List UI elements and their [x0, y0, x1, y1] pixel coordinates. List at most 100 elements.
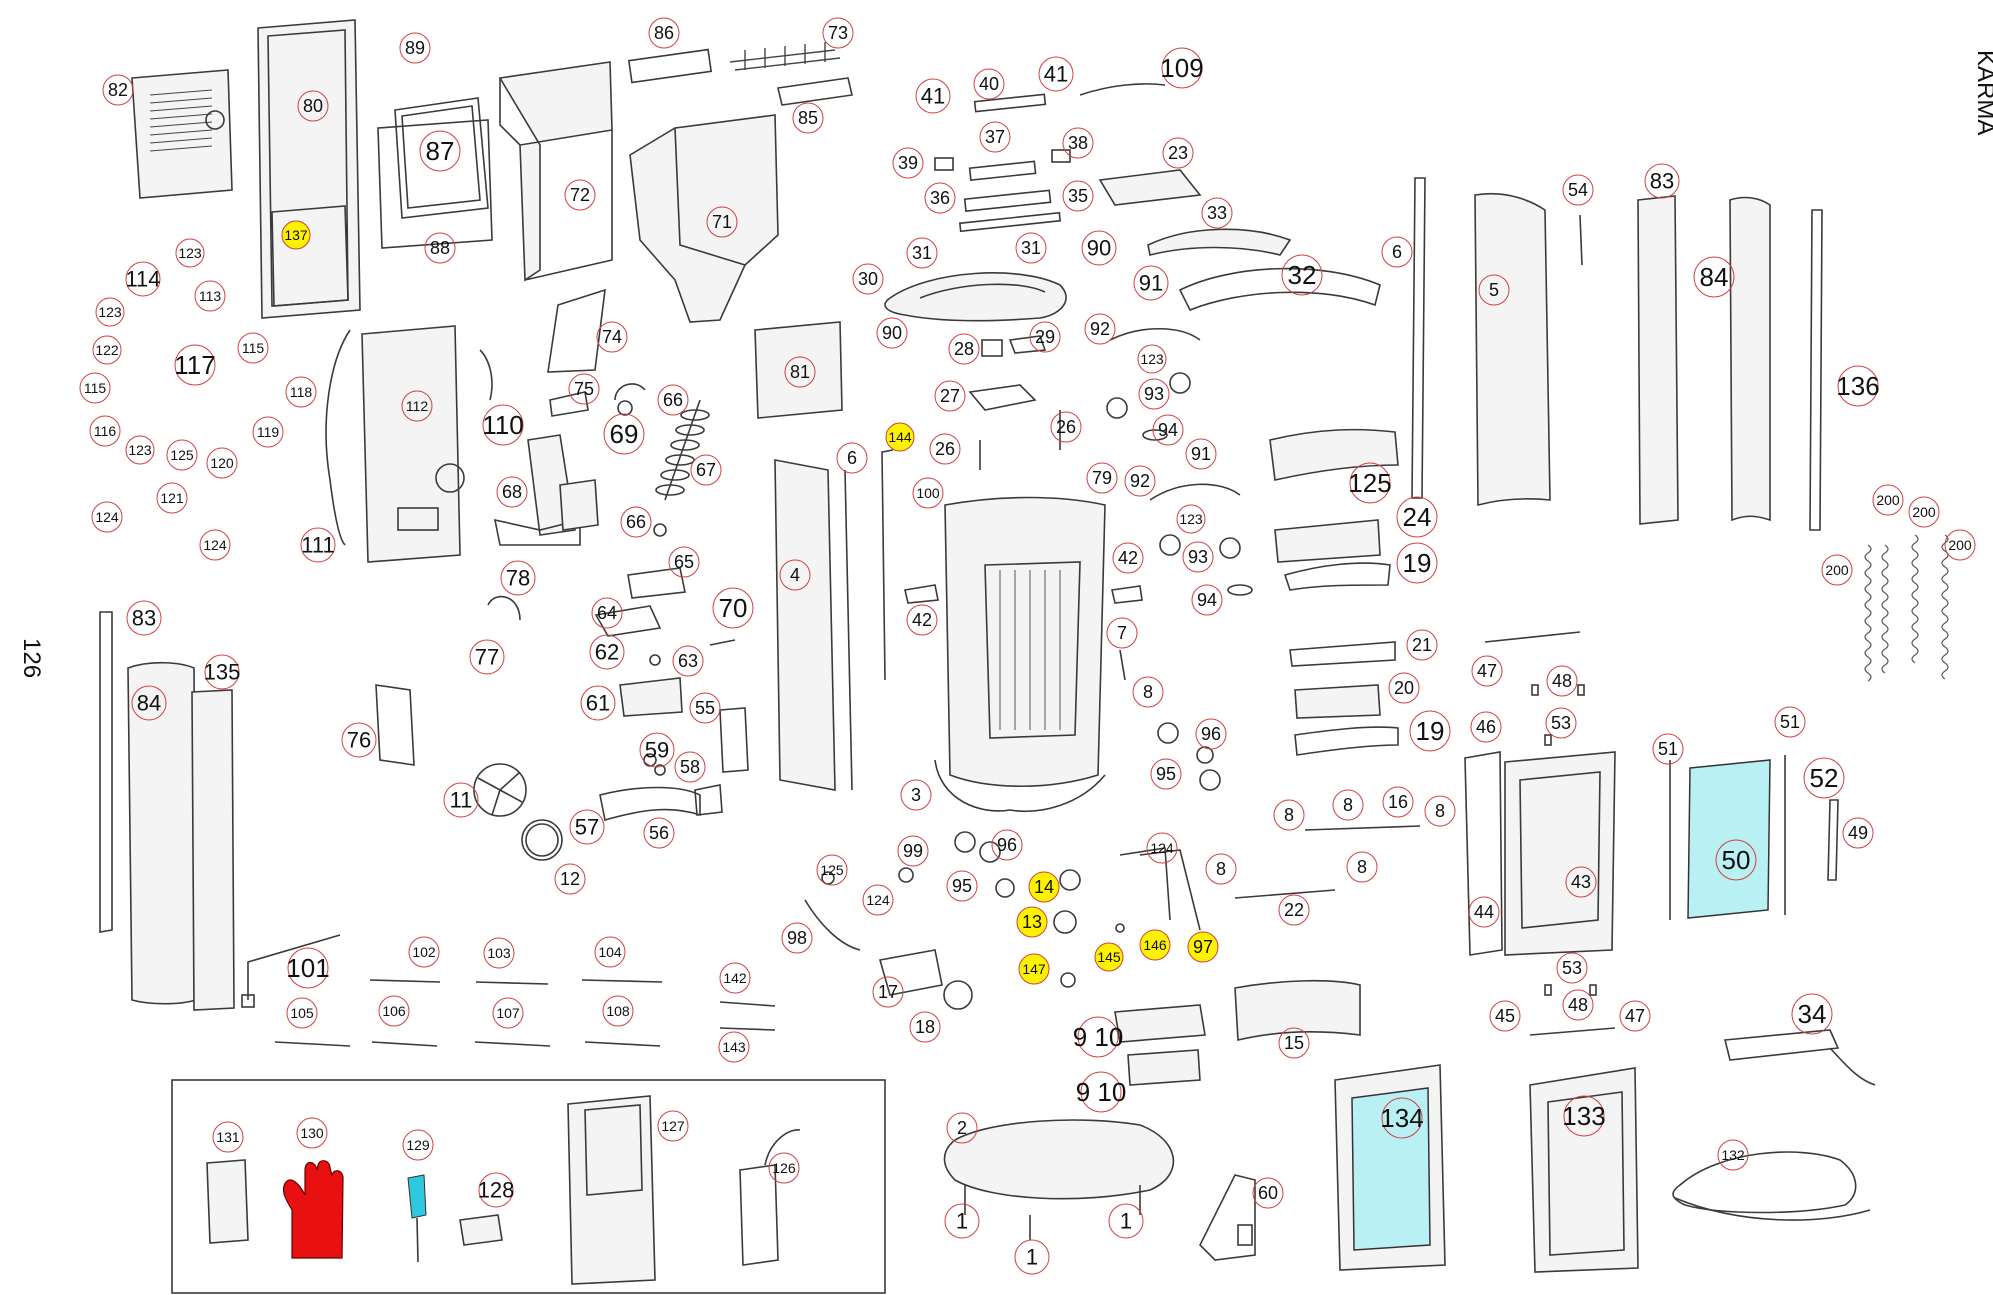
- callout-c131: 131: [212, 1121, 244, 1153]
- callout-label: 62: [595, 640, 619, 665]
- callout-ring: [1018, 953, 1050, 985]
- callout-label: 40: [979, 74, 999, 94]
- callout-c59: 59: [639, 732, 675, 768]
- callout-ring: [1138, 378, 1170, 410]
- callout-label: 142: [723, 970, 747, 986]
- callout-ring: [131, 685, 167, 721]
- callout-c142: 142: [719, 962, 751, 994]
- callout-label: 9 10: [1076, 1077, 1127, 1107]
- callout-ring: [1468, 896, 1500, 928]
- callout-label: 23: [1168, 143, 1188, 163]
- callout-label: 95: [952, 876, 972, 896]
- part-rear-panel: [257, 19, 361, 319]
- callout-ring: [909, 1011, 941, 1043]
- callout-label: 3: [911, 785, 921, 805]
- callout-label: 14: [1034, 877, 1054, 897]
- callout-label: 144: [888, 429, 912, 445]
- callout-label: 79: [1092, 468, 1112, 488]
- callout-label: 2: [957, 1118, 967, 1138]
- callout-label: 89: [405, 38, 425, 58]
- callout-c100: 100: [912, 477, 944, 509]
- callout-label: 103: [487, 945, 511, 961]
- callout-ring: [287, 947, 329, 989]
- callout-ring: [719, 962, 751, 994]
- callout-label: 29: [1035, 327, 1055, 347]
- callout-label: 48: [1568, 995, 1588, 1015]
- callout-ring: [1396, 496, 1438, 538]
- callout-ring: [175, 238, 205, 268]
- callout-label: 11: [450, 788, 473, 813]
- callout-c8e: 8: [1332, 789, 1364, 821]
- callout-c41a: 41: [915, 78, 951, 114]
- callout-ring: [1562, 989, 1594, 1021]
- callout-label: 5: [1489, 280, 1499, 300]
- callout-label: 54: [1568, 180, 1588, 200]
- callout-ring: [991, 829, 1023, 861]
- callout-c54: 54: [1562, 174, 1594, 206]
- callout-ring: [1388, 672, 1420, 704]
- callout-ring: [784, 356, 816, 388]
- callout-label: 81: [790, 362, 810, 382]
- callout-c136: 136: [1836, 365, 1880, 407]
- callout-label: 97: [1193, 937, 1213, 957]
- callout-c47b: 47: [1619, 1000, 1651, 1032]
- callout-label: 74: [602, 327, 622, 347]
- callout-c125a: 125: [166, 439, 198, 471]
- callout-c145: 145: [1094, 942, 1124, 972]
- callout-ring: [1381, 236, 1413, 268]
- callout-label: 90: [1087, 236, 1111, 261]
- callout-label: 36: [930, 188, 950, 208]
- callout-label: 41: [1044, 62, 1068, 87]
- callout-label: 86: [654, 23, 674, 43]
- callout-label: 58: [680, 757, 700, 777]
- callout-c143: 143: [718, 1031, 750, 1063]
- callout-label: 46: [1476, 717, 1496, 737]
- callout-ring: [482, 404, 524, 446]
- callout-c53b: 53: [1556, 952, 1588, 984]
- callout-ring: [125, 435, 155, 465]
- callout-ring: [1842, 817, 1874, 849]
- callout-c56: 56: [643, 817, 675, 849]
- callout-c38: 38: [1062, 127, 1094, 159]
- callout-ring: [596, 321, 628, 353]
- callout-c147: 147: [1018, 953, 1050, 985]
- callout-label: 84: [1700, 262, 1729, 292]
- callout-label: 95: [1156, 764, 1176, 784]
- callout-c33: 33: [1201, 197, 1233, 229]
- callout-label: 31: [912, 243, 932, 263]
- callout-ring: [929, 433, 961, 465]
- accessories-box: [171, 1079, 886, 1294]
- callout-c1b: 1: [1108, 1203, 1144, 1239]
- callout-c72: 72: [564, 179, 596, 211]
- callout-label: 73: [828, 23, 848, 43]
- callout-label: 96: [997, 835, 1017, 855]
- callout-c43: 43: [1565, 866, 1597, 898]
- callout-label: 65: [674, 552, 694, 572]
- callout-c8c: 8: [1346, 851, 1378, 883]
- callout-c85: 85: [792, 102, 824, 134]
- callout-ring: [657, 1110, 689, 1142]
- callout-ring: [768, 1152, 800, 1184]
- callout-c19a: 19: [1396, 542, 1438, 584]
- callout-ring: [706, 206, 738, 238]
- callout-c91a: 91: [1133, 265, 1169, 301]
- callout-label: 47: [1477, 661, 1497, 681]
- callout-ring: [1406, 629, 1438, 661]
- callout-ring: [594, 936, 626, 968]
- callout-label: 8: [1284, 805, 1294, 825]
- callout-ring: [194, 280, 226, 312]
- callout-c116: 116: [89, 415, 121, 447]
- callout-c8f: 8: [1424, 795, 1456, 827]
- callout-c37: 37: [979, 121, 1011, 153]
- callout-ring: [1014, 1239, 1050, 1275]
- callout-ring: [1944, 529, 1976, 561]
- callout-ring: [639, 732, 675, 768]
- callout-label: 41: [921, 84, 945, 109]
- callout-c99: 99: [897, 835, 929, 867]
- callout-label: 44: [1474, 902, 1494, 922]
- callout-ring: [1015, 232, 1047, 264]
- part-firebox-body: [934, 496, 1106, 813]
- callout-ring: [1161, 47, 1203, 89]
- callout-c93a: 93: [1138, 378, 1170, 410]
- page-number: 126: [18, 638, 45, 678]
